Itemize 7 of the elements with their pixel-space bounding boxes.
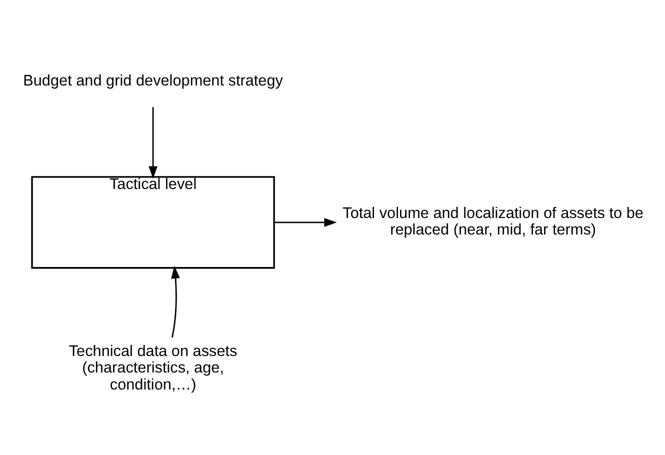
node-box: Tactical level	[31, 176, 275, 268]
arrow	[171, 265, 180, 338]
node-text: Technical data on assets (characteristics, age, condition,…)	[68, 342, 238, 393]
arrow	[148, 106, 158, 178]
node-text: Budget and grid development strategy	[23, 72, 283, 90]
arrow	[274, 217, 337, 226]
node-text: Total volume and localization of assets to be replaced (near, mid, far terms)	[342, 204, 644, 238]
